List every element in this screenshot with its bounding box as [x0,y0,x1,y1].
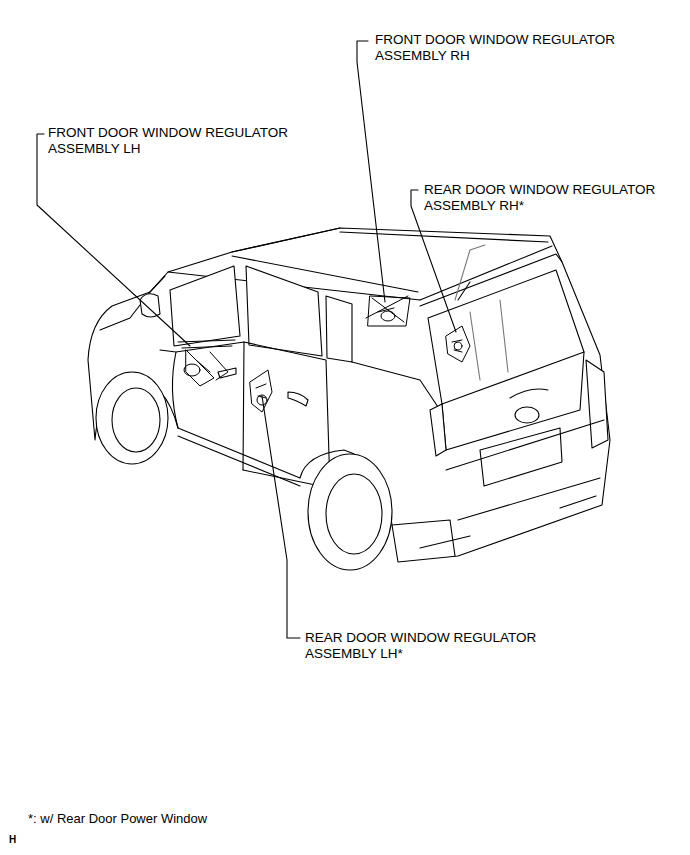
callout-label: REAR DOOR WINDOW REGULATOR ASSEMBLY LH* [305,630,565,663]
callout-label: FRONT DOOR WINDOW REGULATOR ASSEMBLY LH [48,125,308,158]
footnote: *: w/ Rear Door Power Window [28,811,328,827]
callout-label: REAR DOOR WINDOW REGULATOR ASSEMBLY RH* [424,182,682,215]
figure-code: H [9,834,39,846]
callout-label: FRONT DOOR WINDOW REGULATOR ASSEMBLY RH [375,32,635,65]
